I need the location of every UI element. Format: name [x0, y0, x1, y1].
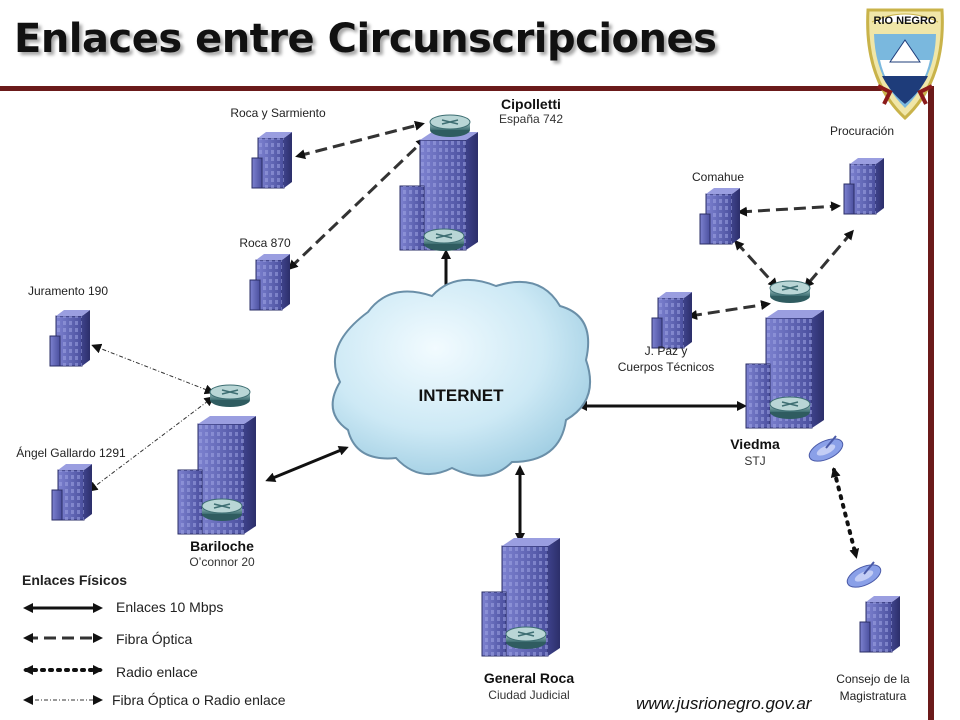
label-gallardo: Ángel Gallardo 1291 — [16, 446, 126, 460]
label-viedma: Viedma — [730, 436, 780, 452]
link-procuracion-viedma — [804, 229, 854, 289]
building-consejo — [859, 595, 901, 653]
label-juramento: Juramento 190 — [27, 284, 109, 298]
label-cipolletti: Cipolletti — [501, 96, 561, 112]
internet-cloud — [331, 279, 591, 477]
label-jpaz-line1: J. Paz y — [644, 344, 688, 358]
label-jpaz-line2: Cuerpos Técnicos — [617, 360, 715, 374]
router-icon — [769, 396, 811, 420]
label-procuracion: Procuración — [829, 124, 895, 138]
satellite-dish-icon — [842, 559, 886, 593]
legend-label-dotted: Radio enlace — [116, 664, 198, 680]
building-juramento — [49, 309, 91, 367]
side-divider — [928, 86, 934, 720]
router-icon — [429, 114, 471, 138]
building-gallardo — [51, 463, 93, 521]
router-icon — [201, 498, 243, 522]
building-jpaz — [651, 291, 693, 349]
label-consejo-line1: Consejo de la — [836, 672, 910, 686]
label-bariloche: Bariloche — [190, 538, 254, 554]
page-title: Enlaces entre Circunscripciones — [14, 16, 717, 62]
satellite-dish-icon — [804, 433, 848, 467]
label-bariloche-sub: O’connor 20 — [189, 555, 255, 569]
router-icon — [209, 384, 251, 408]
label-internet: INTERNET — [418, 386, 504, 405]
legend-label-dashed: Fibra Óptica — [116, 631, 193, 647]
link-comahue-procuracion — [737, 201, 841, 217]
logo-text: RIO NEGRO — [874, 15, 937, 27]
link-bariloche-internet — [265, 446, 349, 482]
link-juramento-bariloche — [91, 343, 215, 395]
title-divider — [0, 86, 932, 91]
link-gallardo-bariloche — [87, 396, 215, 492]
label-general-roca-sub: Ciudad Judicial — [488, 688, 570, 702]
router-icon — [769, 280, 811, 304]
building-roca-870 — [249, 253, 291, 311]
building-procuracion — [843, 157, 885, 215]
router-icon — [423, 228, 465, 252]
link-rocasarmiento-cipolletti — [295, 120, 425, 160]
label-viedma-sub: STJ — [744, 454, 766, 468]
link-jpaz-viedma — [687, 300, 771, 320]
building-roca-sarmiento — [251, 131, 293, 189]
footer-url: www.jusrionegro.gov.ar — [636, 694, 812, 713]
router-icon — [505, 626, 547, 650]
building-comahue — [699, 187, 741, 245]
label-cipolletti-sub: España 742 — [498, 112, 564, 126]
label-roca-sarmiento: Roca y Sarmiento — [230, 106, 326, 120]
label-general-roca: General Roca — [483, 670, 575, 686]
label-consejo-line2: Magistratura — [839, 689, 907, 703]
link-comahue-viedma — [733, 239, 779, 289]
rio-negro-logo: RIO NEGRO — [866, 8, 944, 121]
link-roca870-cipolletti — [287, 137, 427, 271]
link-viedma-consejo-radio — [830, 467, 860, 559]
legend-label-dashdot: Fibra Óptica o Radio enlace — [112, 692, 286, 708]
label-comahue: Comahue — [691, 170, 745, 184]
legend-title: Enlaces Físicos — [22, 572, 128, 588]
legend-label-solid: Enlaces 10 Mbps — [116, 599, 224, 615]
label-roca-870: Roca 870 — [239, 236, 291, 250]
